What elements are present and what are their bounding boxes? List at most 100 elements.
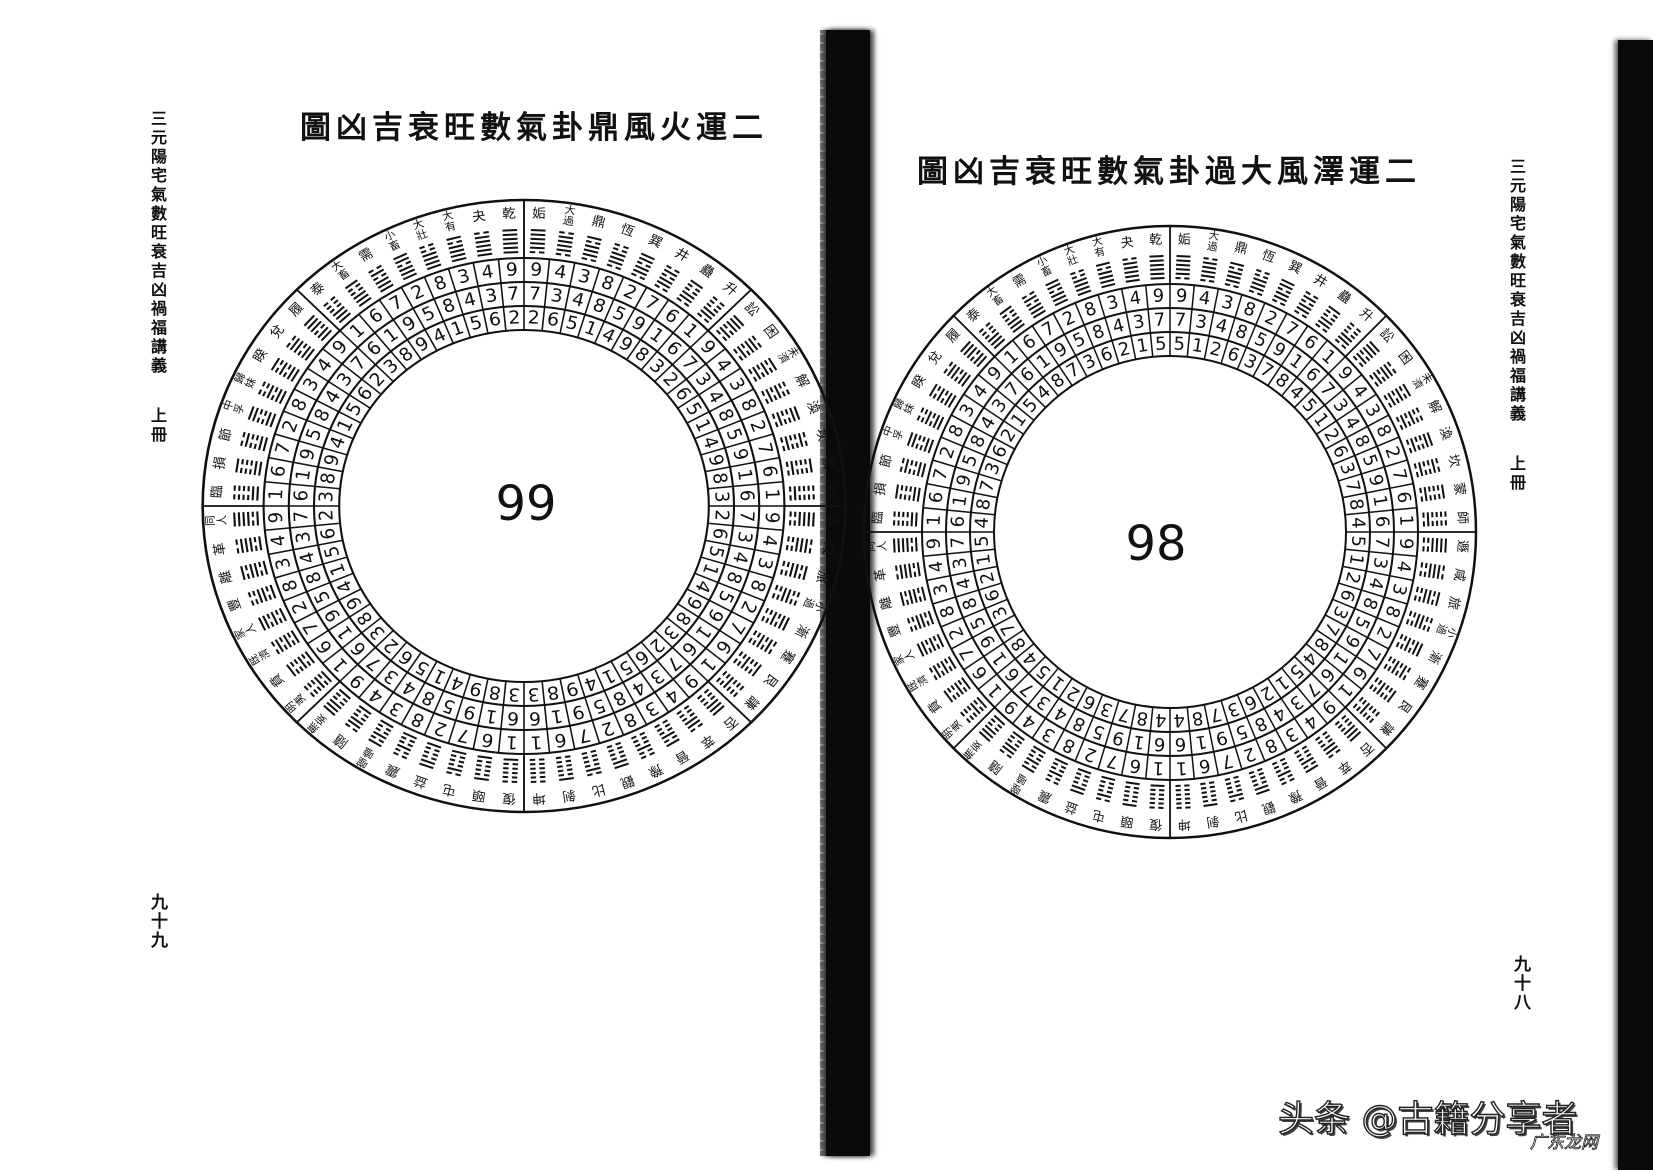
- yin-line: [1125, 785, 1131, 789]
- yin-line: [712, 296, 718, 302]
- middle-ring-digit: 8: [1358, 594, 1382, 612]
- yin-line: [745, 350, 751, 356]
- yang-line: [1383, 363, 1394, 377]
- inner-ring-digit: 2: [1319, 425, 1343, 446]
- yin-line: [923, 612, 928, 618]
- cell-divider: [1345, 548, 1417, 558]
- yin-line: [926, 620, 931, 626]
- hexagram-name: 既濟: [905, 672, 930, 693]
- hexagram-name: 比: [590, 781, 607, 799]
- hexagram-symbol: [1422, 537, 1448, 553]
- yin-line: [298, 666, 304, 672]
- yang-line: [1052, 294, 1067, 303]
- yin-line: [1294, 749, 1300, 755]
- yang-line: [681, 289, 695, 300]
- hexagram-symbol: [257, 607, 287, 631]
- yin-line: [663, 739, 670, 744]
- yang-line: [719, 326, 731, 339]
- yin-line: [1303, 749, 1310, 754]
- hexagram-symbol: [581, 235, 602, 263]
- middle-ring-digit: 3: [733, 530, 756, 544]
- hexagram-name: 大有: [1091, 234, 1108, 260]
- yang-line: [1253, 277, 1267, 284]
- yang-line: [1032, 745, 1046, 755]
- yin-line: [250, 460, 254, 466]
- inner-ring-digit: 1: [973, 552, 995, 566]
- right-running-head-text: 三元陽宅氣數旺衰吉凶禍福講義: [1507, 158, 1526, 424]
- yin-line: [330, 296, 336, 302]
- yin-line: [909, 486, 913, 492]
- cell-divider: [358, 313, 408, 371]
- yin-line: [401, 755, 408, 760]
- yang-line: [614, 762, 629, 770]
- cell-divider: [1120, 288, 1137, 360]
- hexagram-symbol: [1149, 784, 1165, 810]
- yin-line: [291, 639, 296, 646]
- hexagram-symbol: [1224, 261, 1245, 289]
- outer-ring-digit: 2: [736, 597, 761, 616]
- yang-line: [587, 235, 602, 241]
- middle-ring-digit: 6: [1153, 733, 1165, 755]
- yin-line: [709, 299, 715, 305]
- outer-ring-digit: 3: [1281, 722, 1302, 746]
- yin-line: [969, 356, 975, 362]
- yin-line: [780, 410, 785, 417]
- yin-line: [922, 436, 926, 443]
- hexagram-symbol: [1419, 562, 1446, 580]
- yin-line: [1021, 295, 1028, 300]
- hexagram-name: 兌: [267, 322, 288, 342]
- yin-line: [585, 239, 592, 244]
- hexagram-symbol: [1021, 290, 1046, 319]
- yin-line: [909, 626, 914, 632]
- middle-ring-digit: 1: [949, 494, 971, 508]
- yang-line: [1098, 270, 1113, 276]
- outer-ring-digit: 8: [745, 577, 769, 595]
- yin-line: [792, 590, 796, 597]
- yin-line: [1253, 783, 1259, 787]
- yin-line: [615, 266, 622, 271]
- yang-line: [1073, 277, 1087, 284]
- yang-line: [1390, 660, 1400, 674]
- yin-line: [1330, 317, 1336, 323]
- cell-divider: [926, 565, 998, 582]
- middle-ring-digit: 6: [735, 489, 757, 501]
- octant-divider: [952, 314, 996, 358]
- middle-ring-digit: 9: [728, 446, 752, 462]
- yin-line: [729, 689, 735, 695]
- yin-line: [398, 739, 405, 744]
- yang-line: [990, 335, 1003, 346]
- yin-line: [903, 590, 908, 597]
- middle-ring-digit: 4: [570, 289, 587, 312]
- yang-line: [246, 511, 250, 526]
- yin-line: [474, 232, 480, 236]
- hexagram-name: 巽: [1286, 258, 1304, 277]
- yang-line: [966, 346, 978, 359]
- yin-line: [1201, 791, 1207, 794]
- inner-ring-digit: 2: [527, 308, 540, 329]
- yang-line: [1320, 315, 1333, 326]
- yang-line: [744, 340, 755, 354]
- yang-line: [1387, 392, 1397, 406]
- hexagram-symbol: [1395, 633, 1424, 657]
- yang-line: [1125, 781, 1140, 786]
- hexagram-symbol: [606, 242, 629, 271]
- yang-line: [1071, 784, 1086, 792]
- hexagram-name: 乾: [502, 206, 516, 222]
- yang-line: [919, 613, 926, 628]
- hexagram-symbol: [247, 584, 277, 606]
- hexagram-symbol: [303, 314, 333, 342]
- yin-line: [1056, 286, 1063, 291]
- yin-line: [1322, 731, 1328, 736]
- yin-line: [313, 689, 319, 695]
- inner-ring-digit: 5: [1173, 333, 1185, 355]
- yin-line: [779, 569, 784, 575]
- hexagram-symbol: [928, 383, 957, 408]
- yang-line: [425, 259, 440, 267]
- yin-line: [274, 609, 279, 616]
- yang-line: [726, 320, 738, 333]
- cell-divider: [1186, 707, 1196, 779]
- yin-line: [316, 686, 322, 692]
- outer-ring-digit: 6: [553, 728, 568, 750]
- yin-line: [257, 389, 263, 395]
